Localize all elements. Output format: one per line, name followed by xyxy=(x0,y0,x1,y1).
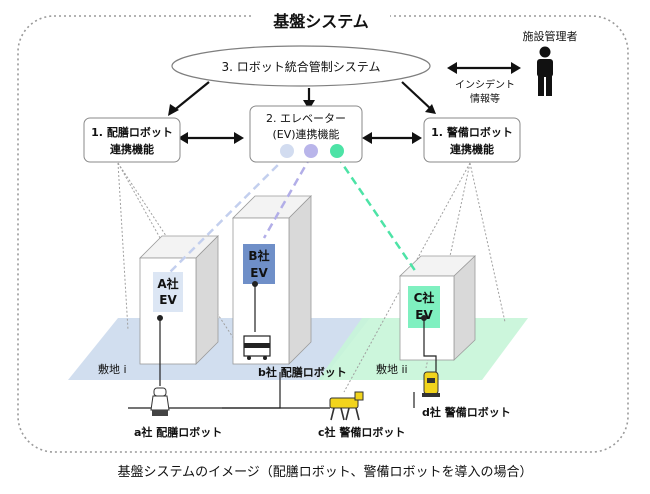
ev-c-label-1: C社 xyxy=(414,290,435,305)
ev-a-label-1: A社 xyxy=(157,276,178,291)
site-i-label: 敷地 i xyxy=(98,362,127,376)
robot-connectors xyxy=(128,281,437,409)
robot-c-icon xyxy=(329,391,364,421)
link-ev-a xyxy=(169,155,288,273)
building-a: A社 EV xyxy=(139,235,219,365)
robot-b-icon xyxy=(243,335,271,360)
ev-c-label-2: EV xyxy=(415,308,433,322)
ev-dot-a xyxy=(280,144,294,158)
diagram-caption: 基盤システムのイメージ（配膳ロボット、警備ロボットを導入の場合） xyxy=(117,464,532,480)
ev-b-label-2: EV xyxy=(250,266,268,280)
module-left xyxy=(83,117,181,163)
diagram-title: 基盤システム xyxy=(272,12,369,31)
robot-d-label: d社 警備ロボット xyxy=(422,405,511,419)
module-center-line1: 2. エレベーター xyxy=(266,112,346,125)
central-system-label: 3. ロボット統合管制システム xyxy=(222,59,381,74)
manager-label: 施設管理者 xyxy=(523,29,578,43)
building-c: C社 EV xyxy=(399,255,476,361)
module-left-line2: 連携機能 xyxy=(110,142,154,156)
module-center-line2: (EV)連携機能 xyxy=(272,127,339,141)
system-arrows xyxy=(171,66,516,140)
site-ii-label: 敷地 ii xyxy=(376,362,408,376)
module-right xyxy=(423,117,521,163)
link-ev-c xyxy=(335,155,418,273)
robot-a-label: a社 配膳ロボット xyxy=(134,425,222,439)
module-left-line1: 1. 配膳ロボット xyxy=(91,125,173,139)
robot-b-label: b社 配膳ロボット xyxy=(258,365,347,379)
ev-dot-b xyxy=(304,144,318,158)
ev-b-label-1: B社 xyxy=(248,248,269,263)
ev-dot-c xyxy=(330,144,344,158)
system-boundary xyxy=(17,15,629,453)
incident-label-2: 情報等 xyxy=(470,92,500,105)
ev-b-panel xyxy=(243,244,275,284)
ev-a-panel xyxy=(153,272,183,312)
ev-a-label-2: EV xyxy=(159,293,177,307)
robot-d-icon xyxy=(422,371,440,397)
person-icon xyxy=(537,46,553,96)
module-right-line1: 1. 警備ロボット xyxy=(431,125,513,139)
arrow-heads xyxy=(168,62,521,144)
robot-c-label: c社 警備ロボット xyxy=(318,425,405,439)
link-ev-b xyxy=(262,155,313,239)
robot-a-icon xyxy=(150,387,170,416)
module-right-line2: 連携機能 xyxy=(450,142,494,156)
incident-label-1: インシデント xyxy=(455,78,515,91)
central-system xyxy=(171,45,431,87)
